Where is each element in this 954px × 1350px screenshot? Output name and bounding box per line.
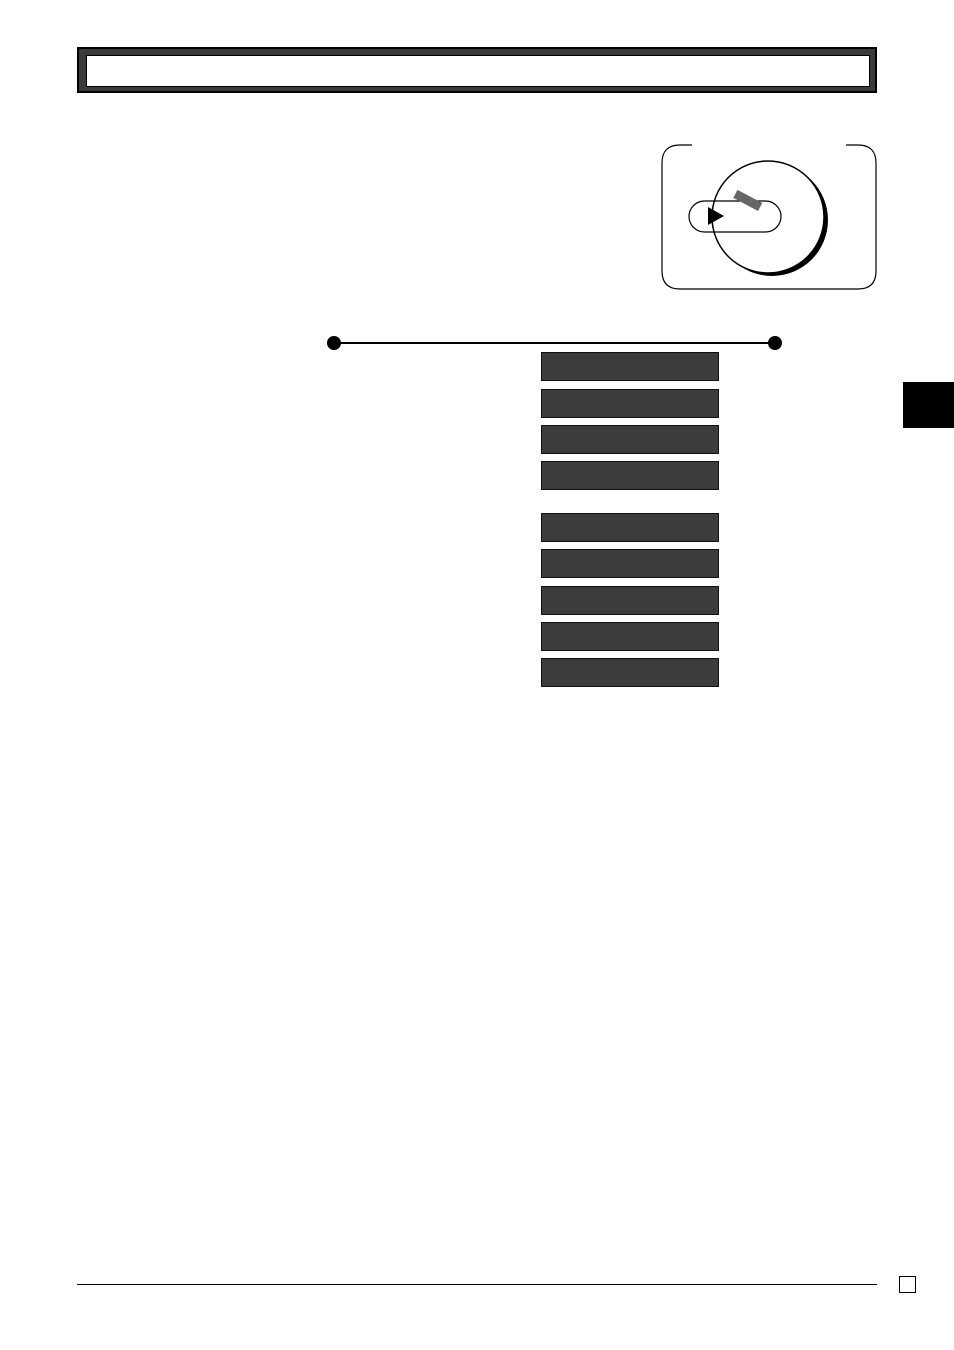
flow-start-marker	[327, 336, 341, 350]
mode-switch-dial-icon	[661, 144, 877, 290]
footer-divider	[77, 1284, 877, 1285]
section-title-frame	[86, 55, 870, 87]
key-step-2	[541, 389, 719, 418]
section-title-bar	[77, 47, 877, 93]
key-step-3	[541, 425, 719, 454]
key-step-6	[541, 549, 719, 578]
key-step-9	[541, 658, 719, 687]
key-step-1	[541, 352, 719, 381]
key-position-marker	[733, 189, 763, 211]
key-step-5	[541, 513, 719, 542]
flow-end-marker	[768, 336, 782, 350]
key-step-8	[541, 622, 719, 651]
page-number-box	[899, 1276, 916, 1293]
key-step-4	[541, 461, 719, 490]
chapter-tab	[903, 382, 954, 428]
triangle-pointer-icon	[708, 207, 724, 225]
mode-switch-illustration	[660, 143, 878, 291]
key-step-7	[541, 586, 719, 615]
